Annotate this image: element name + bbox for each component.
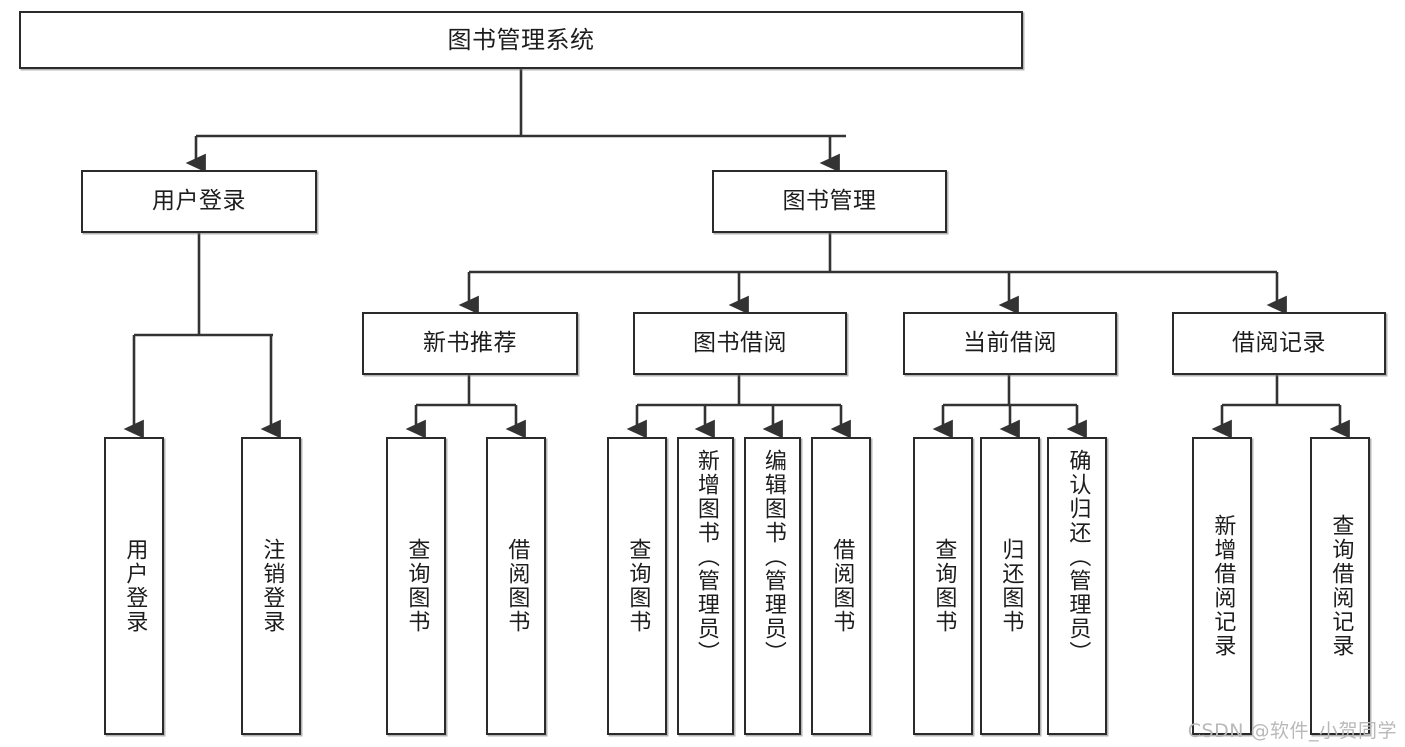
node-label: 编辑图书（管理员） xyxy=(760,449,786,665)
node-label: 注销登录 xyxy=(259,538,285,634)
node-label: 归还图书 xyxy=(998,538,1024,634)
leaf-logout[interactable]: 注销登录 xyxy=(241,437,301,735)
leaf-query-book-recommend[interactable]: 查询图书 xyxy=(386,437,446,735)
node-label: 新增借阅记录 xyxy=(1210,514,1236,658)
csdn-watermark: CSDN @软件_小贺同学 xyxy=(1187,720,1397,742)
leaf-query-book-borrow[interactable]: 查询图书 xyxy=(607,437,667,735)
node-label: 图书管理系统 xyxy=(447,25,595,54)
leaf-add-book-admin[interactable]: 新增图书（管理员） xyxy=(677,437,734,735)
leaf-borrow-book-recommend[interactable]: 借阅图书 xyxy=(486,437,546,735)
leaf-confirm-return-admin[interactable]: 确认归还（管理员） xyxy=(1047,437,1107,735)
node-label: 查询图书 xyxy=(404,538,430,634)
node-label: 查询图书 xyxy=(931,538,957,634)
node-label: 新增图书（管理员） xyxy=(693,449,719,665)
node-label: 图书管理 xyxy=(782,187,877,214)
node-label: 用户登录 xyxy=(122,538,148,634)
node-label: 新书推荐 xyxy=(423,329,517,356)
node-label: 图书借阅 xyxy=(693,329,787,356)
node-label: 借阅记录 xyxy=(1232,329,1326,356)
node-label: 查询图书 xyxy=(625,538,651,634)
node-book-borrow[interactable]: 图书借阅 xyxy=(633,312,847,375)
node-label: 借阅图书 xyxy=(829,538,855,634)
node-label: 查询借阅记录 xyxy=(1328,514,1354,658)
node-label: 确认归还（管理员） xyxy=(1065,449,1091,665)
node-new-book-recommend[interactable]: 新书推荐 xyxy=(362,312,578,375)
leaf-return-book[interactable]: 归还图书 xyxy=(980,437,1040,735)
node-borrow-record[interactable]: 借阅记录 xyxy=(1172,312,1386,375)
node-book-management[interactable]: 图书管理 xyxy=(712,170,947,233)
leaf-add-borrow-record[interactable]: 新增借阅记录 xyxy=(1192,437,1252,735)
node-current-borrow[interactable]: 当前借阅 xyxy=(903,312,1117,375)
leaf-borrow-book[interactable]: 借阅图书 xyxy=(811,437,871,735)
node-label: 借阅图书 xyxy=(504,538,530,634)
leaf-user-login[interactable]: 用户登录 xyxy=(104,437,164,735)
leaf-query-book-current[interactable]: 查询图书 xyxy=(913,437,973,735)
leaf-edit-book-admin[interactable]: 编辑图书（管理员） xyxy=(744,437,801,735)
leaf-query-borrow-record[interactable]: 查询借阅记录 xyxy=(1310,437,1370,735)
node-label: 当前借阅 xyxy=(963,329,1057,356)
node-label: 用户登录 xyxy=(152,187,246,214)
node-user-login[interactable]: 用户登录 xyxy=(81,170,317,233)
node-root-system[interactable]: 图书管理系统 xyxy=(19,11,1023,69)
